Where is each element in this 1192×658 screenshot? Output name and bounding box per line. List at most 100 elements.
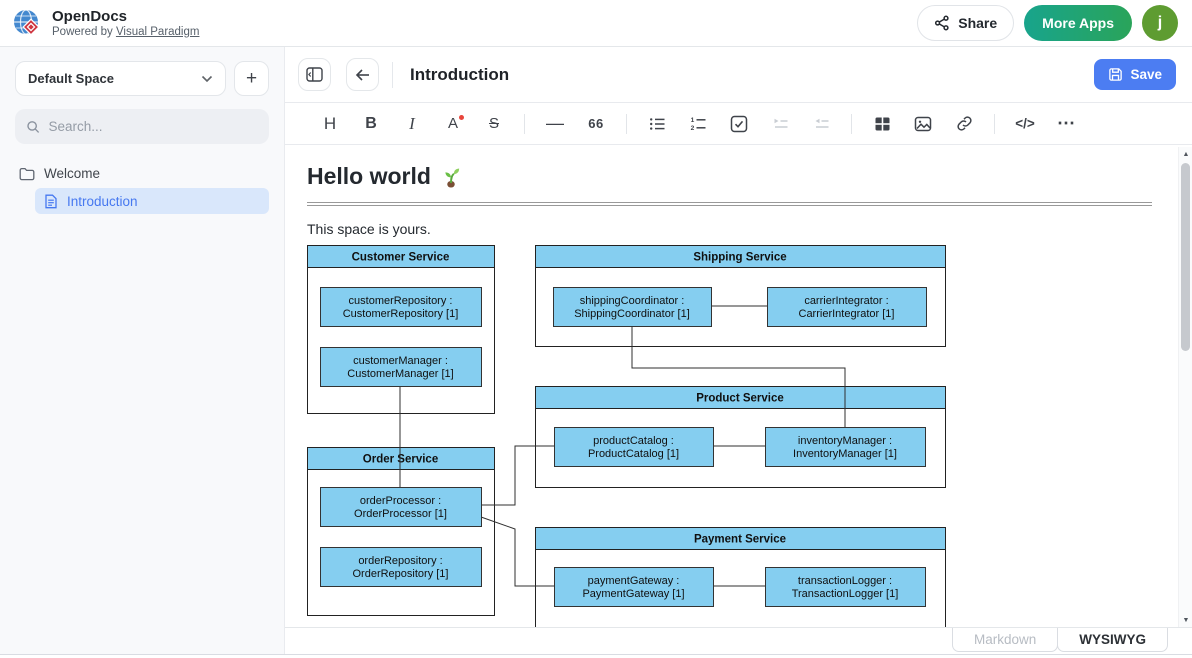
- svg-text:PaymentGateway [1]: PaymentGateway [1]: [582, 588, 684, 600]
- share-label: Share: [958, 15, 997, 31]
- bullet-list-icon: [649, 116, 666, 132]
- svg-text:Customer Service: Customer Service: [352, 252, 450, 264]
- svg-text:paymentGateway :: paymentGateway :: [588, 575, 680, 587]
- image-icon: [914, 116, 932, 132]
- search-input[interactable]: [48, 119, 258, 134]
- svg-text:1: 1: [690, 117, 694, 124]
- svg-text:CustomerRepository [1]: CustomerRepository [1]: [343, 308, 459, 320]
- link-button[interactable]: [947, 109, 981, 139]
- more-tools-button[interactable]: ⋯: [1049, 109, 1083, 139]
- outdent-icon: [813, 116, 830, 132]
- doc-paragraph: This space is yours.: [307, 221, 1152, 237]
- image-button[interactable]: [906, 109, 940, 139]
- more-apps-button[interactable]: More Apps: [1024, 5, 1132, 41]
- editor-mode-bar: Markdown WYSIWYG: [285, 628, 1192, 654]
- avatar[interactable]: j: [1142, 5, 1178, 41]
- page-title: Introduction: [410, 65, 509, 85]
- svg-text:customerManager :: customerManager :: [353, 355, 448, 367]
- svg-text:2: 2: [690, 125, 694, 132]
- arrow-left-icon: [355, 68, 371, 82]
- ordered-list-button[interactable]: 1 2: [681, 109, 715, 139]
- svg-text:OrderProcessor [1]: OrderProcessor [1]: [354, 508, 447, 520]
- bold-button[interactable]: B: [354, 109, 388, 139]
- doc-heading: Hello world: [307, 163, 1152, 206]
- svg-text:OrderRepository [1]: OrderRepository [1]: [353, 568, 449, 580]
- tree-item-label: Introduction: [67, 194, 138, 209]
- main-panel: Introduction Save H B I A: [285, 47, 1192, 654]
- tree-item-welcome[interactable]: Welcome: [15, 161, 269, 186]
- table-button[interactable]: [865, 109, 899, 139]
- svg-text:shippingCoordinator :: shippingCoordinator :: [580, 295, 685, 307]
- indent-icon: [772, 116, 789, 132]
- sidebar: Default Space + W: [0, 47, 285, 654]
- svg-text:orderRepository :: orderRepository :: [358, 555, 442, 567]
- scrollbar-down-arrow[interactable]: ▼: [1179, 613, 1192, 627]
- share-icon: [934, 15, 950, 31]
- opendocs-logo-icon: [12, 8, 43, 39]
- toolbar-divider: [524, 114, 525, 134]
- outdent-button[interactable]: [804, 109, 838, 139]
- search-box: [15, 109, 269, 144]
- doc-header: Introduction Save: [285, 47, 1192, 103]
- tree-item-label: Welcome: [44, 166, 100, 181]
- tree-item-introduction[interactable]: Introduction: [35, 188, 269, 214]
- italic-button[interactable]: I: [395, 109, 429, 139]
- blockquote-button[interactable]: 66: [579, 109, 613, 139]
- task-list-button[interactable]: [722, 109, 756, 139]
- svg-text:inventoryManager :: inventoryManager :: [798, 435, 892, 447]
- document-icon: [44, 194, 58, 209]
- svg-text:CustomerManager [1]: CustomerManager [1]: [347, 368, 453, 380]
- panel-toggle-icon: [306, 67, 323, 82]
- svg-text:InventoryManager [1]: InventoryManager [1]: [793, 448, 897, 460]
- editor-scrollbar[interactable]: ▲ ▼: [1178, 147, 1192, 627]
- code-button[interactable]: </>: [1008, 109, 1042, 139]
- strikethrough-button[interactable]: S: [477, 109, 511, 139]
- horizontal-rule-button[interactable]: —: [538, 109, 572, 139]
- indent-button[interactable]: [763, 109, 797, 139]
- svg-text:orderProcessor :: orderProcessor :: [360, 495, 441, 507]
- divider: [392, 62, 393, 88]
- toggle-sidebar-button[interactable]: [298, 58, 331, 91]
- heading-button[interactable]: H: [313, 109, 347, 139]
- link-icon: [956, 115, 973, 132]
- chevron-down-icon: [201, 75, 213, 83]
- svg-text:CarrierIntegrator [1]: CarrierIntegrator [1]: [799, 308, 895, 320]
- space-selector-value: Default Space: [28, 71, 114, 86]
- scrollbar-thumb[interactable]: [1181, 163, 1190, 351]
- search-icon: [26, 119, 40, 135]
- visual-paradigm-link[interactable]: Visual Paradigm: [116, 26, 200, 38]
- share-button[interactable]: Share: [917, 5, 1014, 41]
- space-row: Default Space +: [15, 61, 269, 96]
- format-toolbar: H B I A S — 66: [285, 103, 1192, 145]
- powered-by: Powered by Visual Paradigm: [52, 26, 199, 38]
- back-button[interactable]: [346, 58, 379, 91]
- svg-text:Payment Service: Payment Service: [694, 534, 786, 546]
- ordered-list-icon: 1 2: [690, 116, 707, 132]
- svg-text:Product Service: Product Service: [696, 393, 784, 405]
- app-name: OpenDocs: [52, 8, 199, 25]
- svg-text:customerRepository :: customerRepository :: [349, 295, 453, 307]
- brand: OpenDocs Powered by Visual Paradigm: [12, 8, 199, 39]
- toolbar-divider: [851, 114, 852, 134]
- save-icon: [1108, 67, 1123, 82]
- svg-text:productCatalog :: productCatalog :: [593, 435, 674, 447]
- tab-wysiwyg[interactable]: WYSIWYG: [1057, 628, 1168, 652]
- add-space-button[interactable]: +: [234, 61, 269, 96]
- scrollbar-up-arrow[interactable]: ▲: [1179, 147, 1192, 161]
- tab-markdown[interactable]: Markdown: [952, 628, 1058, 652]
- seedling-emoji-icon: [440, 166, 462, 188]
- svg-text:ProductCatalog [1]: ProductCatalog [1]: [588, 448, 679, 460]
- app-body: Default Space + W: [0, 47, 1192, 655]
- save-button[interactable]: Save: [1094, 59, 1176, 90]
- svg-text:ShippingCoordinator [1]: ShippingCoordinator [1]: [574, 308, 690, 320]
- component-diagram: Customer ServiceShipping ServiceProduct …: [307, 245, 952, 628]
- font-color-button[interactable]: A: [436, 109, 470, 139]
- app-header: OpenDocs Powered by Visual Paradigm Shar…: [0, 0, 1192, 47]
- svg-text:TransactionLogger [1]: TransactionLogger [1]: [792, 588, 899, 600]
- header-actions: Share More Apps j: [917, 5, 1178, 41]
- bullet-list-button[interactable]: [640, 109, 674, 139]
- space-selector[interactable]: Default Space: [15, 61, 226, 96]
- editor-canvas[interactable]: Hello world This space is yours. Custome…: [285, 145, 1192, 628]
- toolbar-divider: [626, 114, 627, 134]
